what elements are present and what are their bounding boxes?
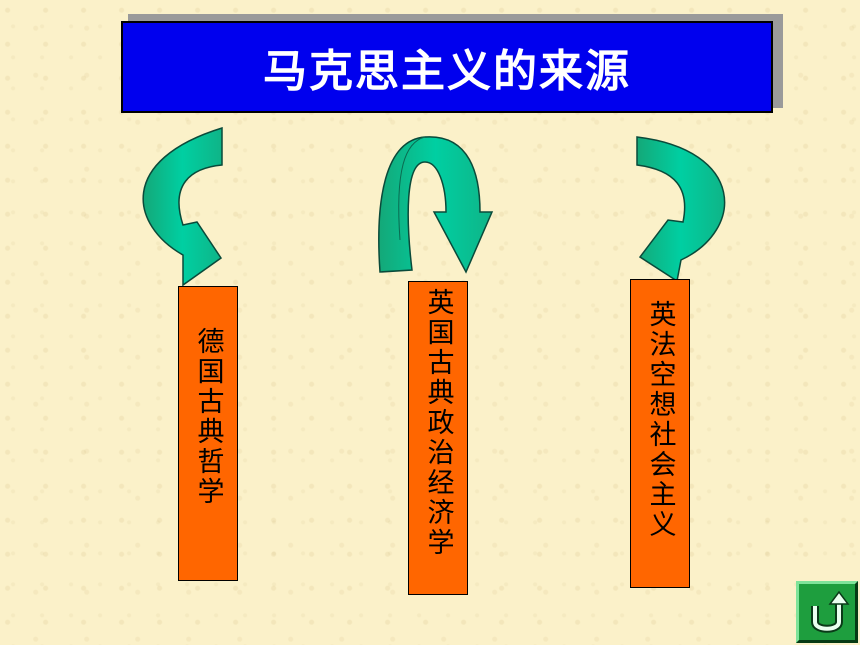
back-button[interactable]	[796, 581, 858, 643]
curved-arrow-icon	[378, 136, 494, 274]
source-box-british-economics: 英国古典政治经济学	[408, 281, 468, 595]
title-box: 马克思主义的来源	[121, 21, 773, 113]
source-box-utopian-socialism: 英法空想社会主义	[630, 279, 690, 588]
source-label: 英法空想社会主义	[644, 300, 676, 540]
curved-arrow-icon	[636, 136, 726, 283]
source-label: 德国古典哲学	[192, 327, 224, 507]
return-arrow-icon	[811, 590, 850, 633]
curved-arrow-icon	[142, 126, 223, 287]
source-label: 英国古典政治经济学	[422, 288, 454, 558]
source-box-german-philosophy: 德国古典哲学	[178, 286, 238, 581]
page-title: 马克思主义的来源	[263, 46, 631, 97]
